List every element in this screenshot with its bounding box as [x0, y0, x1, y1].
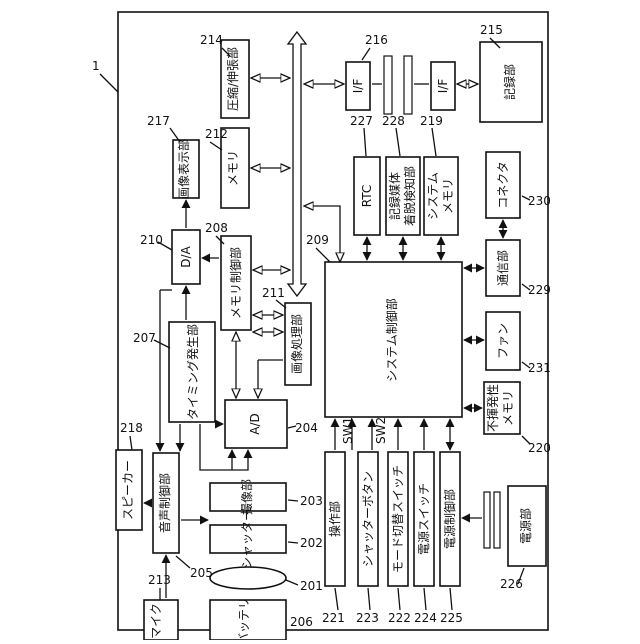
rtc-label: RTC [360, 185, 374, 207]
nvm-label-a: 不揮発性 [486, 384, 500, 432]
ref-222: 222 [388, 611, 411, 625]
shutter-label: シャッター [240, 509, 254, 569]
media-detect-label-a: 記録媒体 [387, 172, 402, 220]
system-memory-label-b: メモリ [441, 178, 455, 214]
ref-214: 214 [200, 33, 223, 47]
ref-206: 206 [290, 615, 313, 629]
fan-label: ファン [496, 323, 510, 359]
ref-223: 223 [356, 611, 379, 625]
speaker-label: スピーカー [121, 460, 135, 520]
ref-device: 1 [92, 59, 100, 73]
ref-210: 210 [140, 233, 163, 247]
ref-208: 208 [205, 221, 228, 235]
recording-label: 記録部 [502, 64, 517, 100]
ref-209: 209 [306, 233, 329, 247]
connector-label: コネクタ [496, 161, 510, 209]
ref-221: 221 [322, 611, 345, 625]
ref-227: 227 [350, 114, 373, 128]
comm-label: 通信部 [495, 250, 510, 286]
timing-label: タイミング発生部 [185, 324, 200, 420]
ref-203: 203 [300, 494, 323, 508]
lens-element [210, 567, 286, 589]
if2-label: I/F [436, 79, 450, 94]
ref-230: 230 [528, 194, 551, 208]
ref-229: 229 [528, 283, 551, 297]
battery-label: バッテリ [237, 597, 251, 640]
ref-220: 220 [528, 441, 551, 455]
sw2-label: SW2 [374, 417, 388, 444]
ref-211: 211 [262, 286, 285, 300]
memory-label: メモリ [226, 150, 240, 186]
mic-label: マイク [149, 603, 163, 639]
if1-label: I/F [351, 79, 365, 94]
ad-label: A/D [248, 413, 262, 435]
da-label: D/A [179, 245, 193, 267]
ref-213: 213 [148, 573, 171, 587]
leader-device [100, 74, 118, 92]
ref-201: 201 [300, 579, 323, 593]
nvm-label-b: メモリ [501, 390, 515, 426]
image-display-label: 画像表示部 [176, 139, 191, 199]
ref-205: 205 [190, 566, 213, 580]
ref-225: 225 [440, 611, 463, 625]
memory-control-label: メモリ制御部 [228, 247, 243, 319]
ref-217: 217 [147, 114, 170, 128]
ref-231: 231 [528, 361, 551, 375]
connector-bar-left [384, 56, 392, 114]
ref-224: 224 [414, 611, 437, 625]
image-processing-label: 画像処理部 [289, 314, 304, 374]
connector-bar-right [404, 56, 412, 114]
system-memory-label-a: システム [426, 172, 440, 220]
power-switch-label: 電源スイッチ [417, 483, 431, 555]
ref-228: 228 [382, 114, 405, 128]
power-bar-right [494, 492, 500, 548]
ref-212: 212 [205, 127, 228, 141]
ref-202: 202 [300, 536, 323, 550]
ref-207: 207 [133, 331, 156, 345]
ref-219: 219 [420, 114, 443, 128]
power-control-label: 電源制御部 [442, 489, 457, 549]
mode-switch-label: モード切替スイッチ [391, 465, 405, 573]
system-control-label: システム制御部 [384, 298, 399, 382]
ref-216: 216 [365, 33, 388, 47]
shutter-button-label: シャッターボタン [361, 471, 375, 567]
operation-label: 操作部 [327, 501, 342, 537]
ref-218: 218 [120, 421, 143, 435]
power-bar-left [484, 492, 490, 548]
ref-215: 215 [480, 23, 503, 37]
compress-label: 圧縮/伸張部 [225, 47, 240, 111]
audio-control-label: 音声制御部 [157, 473, 172, 533]
ref-204: 204 [295, 421, 318, 435]
sw1-label: SW1 [341, 417, 355, 444]
media-detect-label-b: 着脱検知部 [402, 166, 417, 226]
power-unit-label: 電源部 [518, 508, 533, 544]
